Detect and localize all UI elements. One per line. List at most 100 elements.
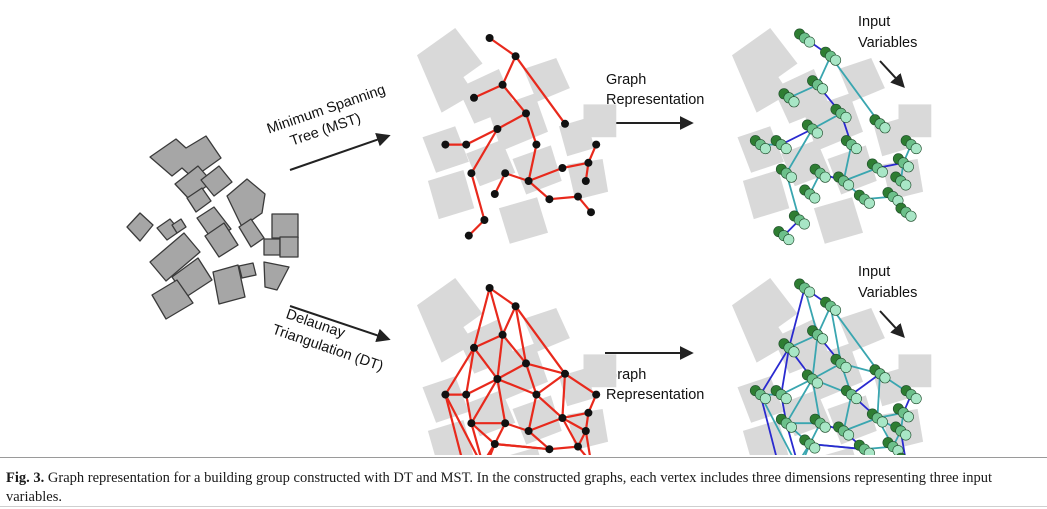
graph-edge bbox=[759, 394, 777, 455]
graph-edge bbox=[473, 347, 499, 380]
input-vars-arrow-bottom bbox=[879, 310, 905, 339]
graph-vertex-icon bbox=[498, 80, 507, 89]
mst-graph bbox=[417, 28, 617, 244]
building bbox=[186, 187, 212, 213]
dt-graph-representation bbox=[732, 278, 932, 455]
three-feature-vertex-icon bbox=[807, 325, 829, 345]
three-feature-vertex-icon bbox=[896, 452, 906, 455]
graph-vertex-icon bbox=[592, 140, 601, 149]
three-feature-vertex-icon bbox=[900, 135, 922, 155]
graph-vertex-icon bbox=[558, 164, 567, 172]
graph-edge bbox=[759, 347, 790, 396]
graph-edge bbox=[535, 372, 566, 396]
input-vars-arrow-top bbox=[879, 60, 905, 89]
building bbox=[149, 135, 222, 179]
graph-edge bbox=[811, 334, 819, 380]
vertex-feature-dot bbox=[840, 361, 852, 373]
building-footprint bbox=[742, 170, 790, 220]
graph-edge bbox=[486, 443, 496, 455]
vertex-feature-dot bbox=[817, 333, 829, 345]
graph-edge bbox=[842, 144, 853, 182]
graph-edge bbox=[584, 430, 591, 455]
graph-edge bbox=[528, 416, 563, 433]
building bbox=[279, 236, 299, 258]
graph-edge bbox=[524, 113, 538, 145]
bottom-divider bbox=[0, 506, 1047, 507]
three-feature-vertex-icon bbox=[799, 184, 821, 204]
building-footprint bbox=[838, 308, 885, 352]
three-feature-vertex-icon bbox=[788, 210, 810, 230]
building bbox=[238, 262, 257, 279]
graph-edge bbox=[496, 112, 527, 130]
graph-edge bbox=[504, 172, 529, 183]
graph-vertex-icon bbox=[587, 208, 595, 217]
graph-rep-bottom-line2: Representation bbox=[606, 387, 704, 403]
graph-vertex-icon bbox=[574, 192, 582, 201]
graph-vertex-icon bbox=[501, 169, 510, 178]
graph-vertex-icon bbox=[561, 369, 569, 378]
graph-vertex-icon bbox=[462, 140, 471, 149]
vertex-feature-dot bbox=[819, 421, 831, 433]
graph-vertex-icon bbox=[524, 427, 533, 435]
vertex-feature-dot bbox=[788, 96, 800, 108]
graph-edge bbox=[472, 287, 491, 349]
three-feature-vertex-icon bbox=[801, 119, 823, 139]
graph-rep-top-line2: Representation bbox=[606, 92, 704, 108]
input-vars-bottom-line2: Variables bbox=[858, 285, 917, 301]
figure-caption: Fig. 3. Graph representation for a build… bbox=[6, 469, 1042, 507]
building bbox=[271, 213, 299, 239]
three-feature-vertex-icon bbox=[895, 202, 917, 222]
building bbox=[126, 212, 154, 242]
graph-edge bbox=[549, 195, 579, 201]
graph-edge bbox=[525, 362, 566, 375]
building-footprint bbox=[523, 308, 570, 352]
three-feature-vertex-icon bbox=[869, 364, 891, 384]
three-feature-vertex-icon bbox=[749, 135, 771, 155]
graph-rep-top-line1: Graph bbox=[606, 72, 646, 88]
three-feature-vertex-icon bbox=[853, 189, 875, 209]
vertex-feature-dot bbox=[850, 393, 862, 405]
graph-vertex-icon bbox=[545, 195, 554, 204]
graph-edge bbox=[501, 55, 517, 86]
input-vars-bottom-line1: Input bbox=[858, 264, 890, 280]
graph-vertex-icon bbox=[498, 330, 507, 339]
graph-edge bbox=[488, 287, 517, 308]
three-feature-vertex-icon bbox=[749, 385, 771, 405]
graph-vertex-icon bbox=[522, 359, 530, 368]
graph-vertex-icon bbox=[490, 190, 499, 198]
building-footprint bbox=[583, 104, 617, 138]
graph-edge bbox=[470, 128, 499, 174]
graph-edge bbox=[473, 83, 504, 99]
graph-vertex-icon bbox=[464, 231, 473, 240]
dt-graph bbox=[417, 278, 617, 455]
vertex-feature-dot bbox=[879, 372, 891, 384]
label-mst: Minimum Spanning Tree (MST) bbox=[265, 82, 388, 150]
graph-edge bbox=[465, 128, 498, 146]
vertex-feature-dot bbox=[905, 210, 917, 222]
building bbox=[263, 238, 281, 256]
vertex-feature-dot bbox=[910, 393, 922, 405]
graph-edge bbox=[494, 442, 550, 451]
input-vars-top-line1: Input bbox=[858, 14, 890, 30]
graph-vertex-icon bbox=[574, 442, 582, 451]
graph-edge bbox=[470, 172, 486, 221]
vertex-feature-dot bbox=[759, 393, 771, 405]
three-feature-vertex-icon bbox=[794, 278, 816, 298]
three-feature-vertex-icon bbox=[807, 75, 829, 95]
graph-vertex-icon bbox=[493, 375, 502, 383]
caption-divider bbox=[0, 457, 1047, 458]
graph-edge bbox=[465, 394, 473, 424]
vertex-feature-dot bbox=[876, 416, 888, 428]
graph-vertex-icon bbox=[532, 390, 541, 399]
vertex-feature-dot bbox=[804, 36, 816, 48]
mst-graph-representation bbox=[732, 28, 932, 246]
graph-vertex-icon bbox=[485, 34, 494, 42]
three-feature-vertex-icon bbox=[801, 369, 823, 389]
graph-vertex-icon bbox=[441, 390, 450, 399]
graph-vertex-icon bbox=[470, 93, 478, 102]
three-feature-vertex-icon bbox=[869, 114, 891, 134]
graph-vertex-icon bbox=[532, 140, 541, 149]
caption-text: Graph representation for a building grou… bbox=[6, 470, 992, 505]
graph-vertex-icon bbox=[584, 408, 593, 417]
graph-vertex-icon bbox=[545, 445, 554, 454]
